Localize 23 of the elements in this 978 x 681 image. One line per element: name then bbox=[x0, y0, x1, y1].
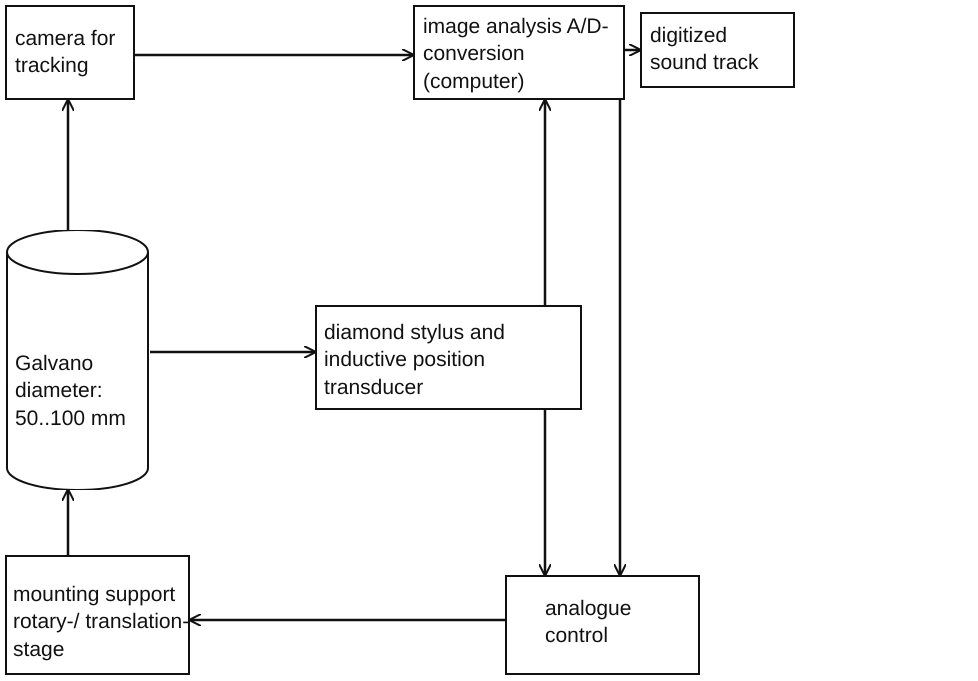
arrow bbox=[538, 98, 552, 305]
node-label: diamond stylus and inductive position transducer bbox=[324, 320, 506, 401]
process-box bbox=[5, 5, 135, 100]
process-box bbox=[5, 555, 190, 675]
arrow bbox=[150, 345, 317, 359]
process-box bbox=[505, 575, 700, 675]
process-box bbox=[640, 12, 795, 88]
arrow bbox=[61, 98, 75, 230]
process-box bbox=[315, 305, 582, 410]
cylinder-shape bbox=[5, 230, 150, 490]
arrow bbox=[625, 43, 642, 57]
arrow bbox=[135, 48, 415, 62]
node-label: Galvano diameter: 50..100 mm bbox=[15, 351, 127, 432]
node-label: image analysis A/D-conversion (computer) bbox=[423, 14, 610, 95]
node-label: mounting support rotary-/ translation-stage bbox=[13, 582, 190, 663]
arrow bbox=[61, 488, 75, 555]
arrow bbox=[538, 410, 552, 577]
arrow bbox=[613, 100, 627, 577]
node-label: digitized sound track bbox=[650, 23, 760, 76]
node-label: analogue control bbox=[545, 596, 632, 650]
node-label: camera for tracking bbox=[15, 26, 116, 80]
arrow bbox=[188, 613, 505, 627]
process-box bbox=[413, 5, 625, 100]
